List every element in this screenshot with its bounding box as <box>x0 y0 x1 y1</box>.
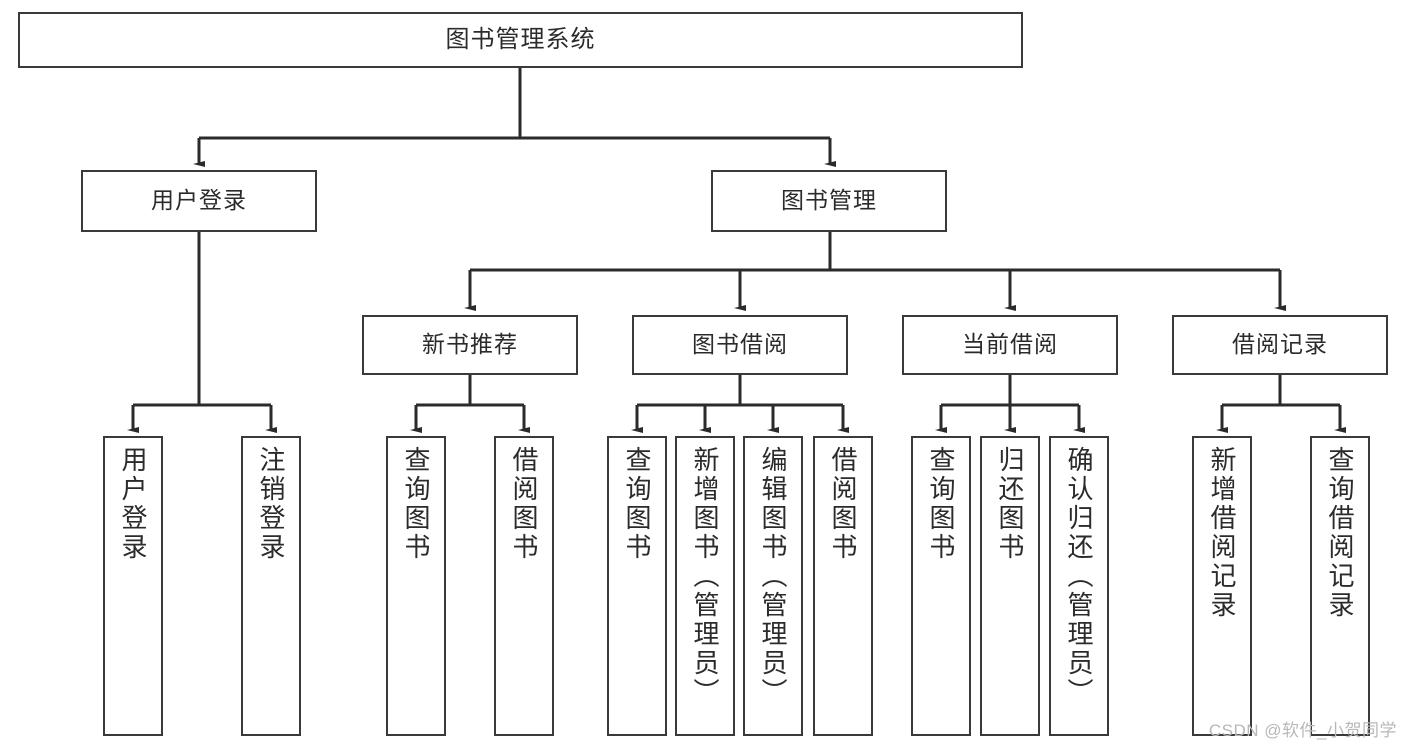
leaf-add-record-label: 新增借阅记录 <box>1207 446 1237 620</box>
leaf-add-book-label: 新增图书（管理员） <box>690 446 720 707</box>
leaf-borrow-book-2-label: 借阅图书 <box>828 446 858 562</box>
leaf-query-book-3[interactable]: 查询图书 <box>911 436 971 736</box>
node-book-manage[interactable]: 图书管理 <box>711 170 947 232</box>
watermark: CSDN @软件_小贺同学 <box>1208 721 1397 740</box>
leaf-query-book-2-label: 查询图书 <box>622 446 652 562</box>
leaf-query-book-2[interactable]: 查询图书 <box>607 436 667 736</box>
leaf-user-login-label: 用户登录 <box>118 446 148 562</box>
node-current-borrow[interactable]: 当前借阅 <box>902 315 1118 375</box>
node-user-login-label: 用户登录 <box>151 187 247 214</box>
leaf-edit-book-label: 编辑图书（管理员） <box>758 446 788 707</box>
leaf-user-logout-label: 注销登录 <box>256 446 286 562</box>
leaf-borrow-book-1[interactable]: 借阅图书 <box>494 436 554 736</box>
node-new-book-recommend-label: 新书推荐 <box>422 331 518 358</box>
node-borrow-record[interactable]: 借阅记录 <box>1172 315 1388 375</box>
node-borrow-record-label: 借阅记录 <box>1232 331 1328 358</box>
leaf-user-logout[interactable]: 注销登录 <box>241 436 301 736</box>
node-user-login[interactable]: 用户登录 <box>81 170 317 232</box>
leaf-query-book-1[interactable]: 查询图书 <box>386 436 446 736</box>
leaf-confirm-return-label: 确认归还（管理员） <box>1064 446 1094 707</box>
leaf-query-book-3-label: 查询图书 <box>926 446 956 562</box>
leaf-add-record[interactable]: 新增借阅记录 <box>1192 436 1252 736</box>
leaf-return-book-label: 归还图书 <box>995 446 1025 562</box>
leaf-user-login[interactable]: 用户登录 <box>103 436 163 736</box>
node-book-borrow-label: 图书借阅 <box>692 331 788 358</box>
node-book-manage-label: 图书管理 <box>781 187 877 214</box>
node-book-borrow[interactable]: 图书借阅 <box>632 315 848 375</box>
leaf-confirm-return[interactable]: 确认归还（管理员） <box>1049 436 1109 736</box>
leaf-borrow-book-2[interactable]: 借阅图书 <box>813 436 873 736</box>
node-root-label: 图书管理系统 <box>445 25 596 53</box>
leaf-add-book[interactable]: 新增图书（管理员） <box>675 436 735 736</box>
node-new-book-recommend[interactable]: 新书推荐 <box>362 315 578 375</box>
leaf-return-book[interactable]: 归还图书 <box>980 436 1040 736</box>
leaf-query-book-1-label: 查询图书 <box>401 446 431 562</box>
node-root[interactable]: 图书管理系统 <box>18 12 1023 68</box>
node-current-borrow-label: 当前借阅 <box>962 331 1058 358</box>
leaf-borrow-book-1-label: 借阅图书 <box>509 446 539 562</box>
leaf-edit-book[interactable]: 编辑图书（管理员） <box>743 436 803 736</box>
leaf-query-record[interactable]: 查询借阅记录 <box>1310 436 1370 736</box>
leaf-query-record-label: 查询借阅记录 <box>1325 446 1355 620</box>
